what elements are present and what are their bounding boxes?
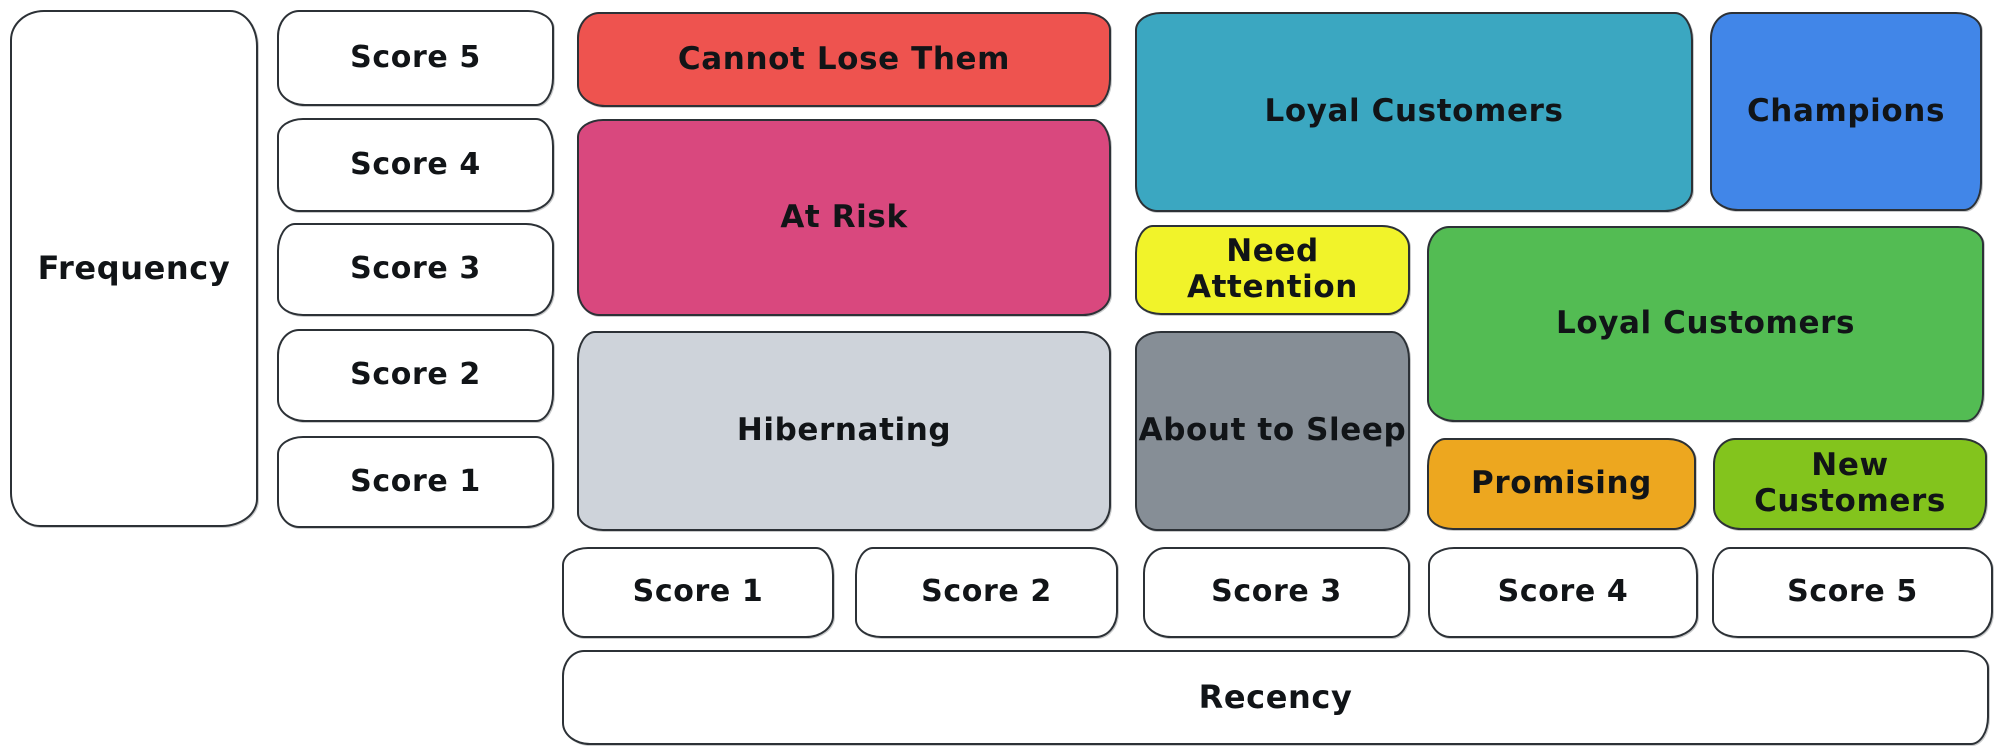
segment-hibernating: Hibernating xyxy=(577,331,1111,531)
frequency-score-4: Score 4 xyxy=(277,118,554,212)
segment-loyal-customers-upper: Loyal Customers xyxy=(1135,12,1693,212)
recency-score-2: Score 2 xyxy=(855,547,1118,638)
segment-champions: Champions xyxy=(1710,12,1982,211)
frequency-score-3: Score 3 xyxy=(277,223,554,316)
segment-loyal-customers-lower: Loyal Customers xyxy=(1427,226,1984,422)
segment-new-customers: New Customers xyxy=(1713,438,1987,530)
recency-score-1: Score 1 xyxy=(562,547,834,638)
segment-promising: Promising xyxy=(1427,438,1696,530)
frequency-score-2: Score 2 xyxy=(277,329,554,422)
recency-axis-label: Recency xyxy=(562,650,1989,745)
recency-score-4: Score 4 xyxy=(1428,547,1698,638)
frequency-axis-label: Frequency xyxy=(10,10,258,527)
segment-need-attention: Need Attention xyxy=(1135,225,1410,315)
recency-score-3: Score 3 xyxy=(1143,547,1410,638)
segment-about-to-sleep: About to Sleep xyxy=(1135,331,1410,531)
segment-at-risk: At Risk xyxy=(577,119,1111,316)
frequency-score-5: Score 5 xyxy=(277,10,554,106)
segment-cannot-lose-them: Cannot Lose Them xyxy=(577,12,1111,107)
frequency-score-1: Score 1 xyxy=(277,436,554,528)
recency-score-5: Score 5 xyxy=(1712,547,1993,638)
